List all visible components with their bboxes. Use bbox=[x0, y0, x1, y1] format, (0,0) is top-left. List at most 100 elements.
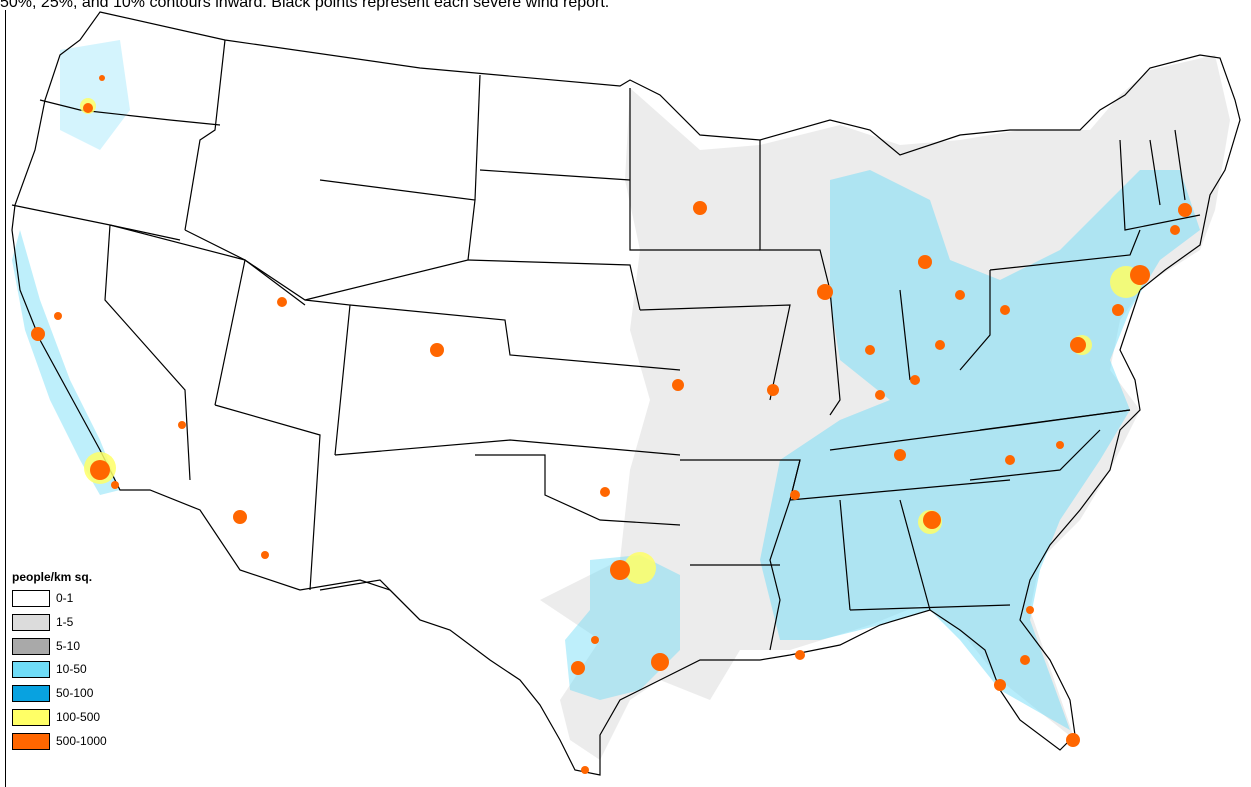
legend-item: 50-100 bbox=[12, 685, 212, 709]
city-sf bbox=[31, 327, 45, 341]
city-portland bbox=[99, 75, 105, 81]
border-il-in bbox=[829, 289, 841, 416]
city-tampa bbox=[994, 679, 1006, 691]
border-wi-mi bbox=[759, 140, 831, 291]
border-ny-ne bbox=[1119, 139, 1201, 231]
city-slc bbox=[277, 297, 287, 307]
legend-label: 500-1000 bbox=[56, 733, 107, 748]
city-raleigh bbox=[1056, 441, 1064, 449]
city-orlando bbox=[1020, 655, 1030, 665]
city-tucson bbox=[261, 551, 269, 559]
border-tx-west bbox=[319, 579, 421, 621]
city-austin bbox=[591, 636, 599, 644]
border-ms-river bbox=[769, 459, 801, 651]
city-sa bbox=[571, 661, 585, 675]
city-mpls bbox=[693, 201, 707, 215]
border-oh-pa bbox=[959, 270, 991, 371]
city-jax bbox=[1026, 606, 1034, 614]
city-denver bbox=[430, 343, 444, 357]
border-al-ga bbox=[899, 499, 931, 611]
border-or-ca bbox=[11, 204, 181, 241]
border-vt-nh bbox=[1149, 139, 1161, 206]
border-tn-south bbox=[789, 479, 1011, 501]
border-ne-ks bbox=[349, 304, 681, 371]
legend-swatch bbox=[12, 613, 50, 631]
city-chicago bbox=[817, 284, 833, 300]
city-phoenix bbox=[233, 510, 247, 524]
legend-item: 500-1000 bbox=[12, 732, 212, 757]
city-kc bbox=[672, 379, 684, 391]
city-philly bbox=[1112, 304, 1124, 316]
city-dfw bbox=[610, 560, 630, 580]
density-layer bbox=[12, 40, 1230, 760]
city-nashville bbox=[894, 449, 906, 461]
border-mn-east bbox=[629, 88, 760, 251]
city-sac bbox=[54, 312, 62, 320]
frame-left-border bbox=[5, 10, 6, 787]
city-boston bbox=[1178, 203, 1192, 217]
legend-item: 0-1 bbox=[12, 590, 212, 614]
border-nv-ca bbox=[104, 224, 191, 481]
city-la bbox=[90, 460, 110, 480]
legend-item: 10-50 bbox=[12, 661, 212, 685]
map-caption: 50%, 25%, and 10% contours inward. Black… bbox=[0, 0, 610, 11]
legend-label: 10-50 bbox=[56, 662, 87, 677]
border-nv-ut bbox=[109, 224, 246, 406]
border-va-nc bbox=[979, 409, 1131, 431]
city-pitt bbox=[1000, 305, 1010, 315]
legend-swatch bbox=[12, 637, 50, 655]
east-blue-density bbox=[760, 170, 1200, 730]
legend-swatch bbox=[12, 685, 50, 703]
border-ut-co bbox=[244, 259, 351, 456]
legend-swatch bbox=[12, 661, 50, 679]
border-wy bbox=[304, 179, 476, 301]
border-ms-al bbox=[839, 499, 851, 611]
state-borders bbox=[11, 11, 1241, 776]
city-houston bbox=[651, 653, 669, 671]
border-nd-sd bbox=[479, 169, 631, 181]
legend-swatch bbox=[12, 590, 50, 607]
border-ok-tx bbox=[475, 454, 681, 526]
legend-label: 1-5 bbox=[56, 614, 74, 629]
city-louisville bbox=[875, 390, 885, 400]
border-wa-or bbox=[39, 99, 221, 126]
border-id-west bbox=[184, 39, 226, 231]
border-ia-mo bbox=[639, 304, 791, 401]
city-sd bbox=[111, 481, 119, 489]
legend-swatch bbox=[12, 708, 50, 726]
border-pa-ny bbox=[989, 229, 1141, 271]
border-in-oh bbox=[899, 289, 911, 381]
city-cin bbox=[910, 375, 920, 385]
city-cols bbox=[935, 340, 945, 350]
legend-item: 100-500 bbox=[12, 708, 212, 733]
border-me bbox=[1174, 129, 1186, 201]
legend-label: 0-1 bbox=[56, 591, 74, 605]
city-seattle bbox=[83, 103, 93, 113]
city-okc bbox=[600, 487, 610, 497]
border-az-nm bbox=[214, 404, 321, 591]
city-neworleans bbox=[795, 650, 805, 660]
border-mt-nd bbox=[474, 74, 481, 201]
city-hotspots bbox=[31, 75, 1192, 774]
city-charlotte bbox=[1005, 455, 1015, 465]
city-memphis bbox=[790, 490, 800, 500]
city-brownsville bbox=[581, 766, 589, 774]
legend-title: people/km sq. bbox=[12, 570, 93, 584]
west-coast-blue-density bbox=[12, 230, 120, 495]
city-atlanta bbox=[923, 511, 941, 529]
legend-label: 100-500 bbox=[56, 709, 101, 724]
legend-item: 5-10 bbox=[12, 637, 212, 662]
city-providence bbox=[1170, 225, 1180, 235]
city-dc bbox=[1070, 337, 1086, 353]
city-stl bbox=[767, 384, 779, 396]
northwest-blue-density bbox=[60, 40, 130, 150]
city-nyc bbox=[1130, 265, 1150, 285]
border-sd-ne bbox=[467, 259, 641, 311]
border-ga-fl bbox=[849, 604, 1011, 611]
legend-swatch bbox=[12, 732, 50, 750]
legend-item: 1-5 bbox=[12, 613, 212, 638]
city-lv bbox=[178, 421, 186, 429]
